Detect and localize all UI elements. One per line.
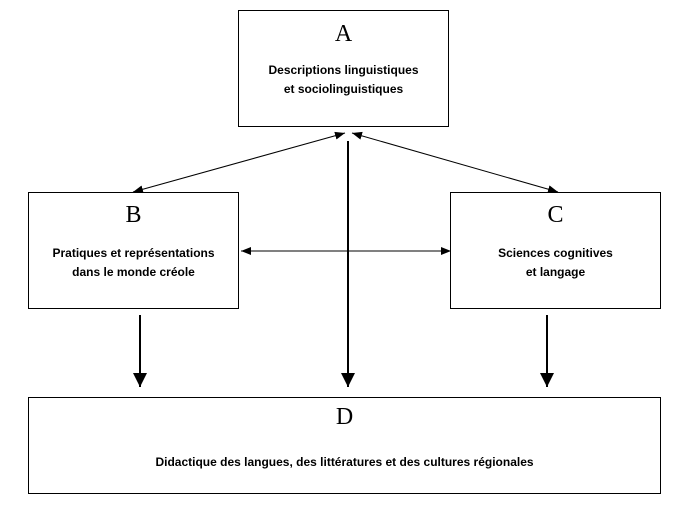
box-a: A Descriptions linguistiques et sociolin…	[238, 10, 449, 127]
box-d-letter: D	[335, 404, 354, 430]
box-a-label: Descriptions linguistiques et sociolingu…	[268, 63, 419, 96]
box-c-label: Sciences cognitives et langage	[498, 246, 613, 279]
edge-a-b	[132, 131, 346, 194]
box-b: B Pratiques et représentations dans le m…	[28, 192, 239, 309]
edge-a-c	[351, 131, 559, 194]
box-d-label: Didactique des langues, des littératures…	[155, 455, 534, 469]
box-d: D Didactique des langues, des littératur…	[28, 397, 661, 494]
box-c: C Sciences cognitives et langage	[450, 192, 661, 309]
box-b-letter: B	[125, 202, 142, 228]
box-c-letter: C	[547, 202, 564, 228]
box-a-letter: A	[334, 21, 353, 47]
box-b-label: Pratiques et représentations dans le mon…	[52, 246, 215, 279]
